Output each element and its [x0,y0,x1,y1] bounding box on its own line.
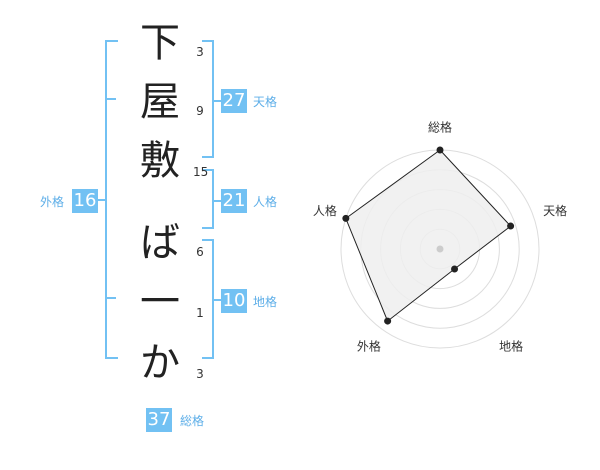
stroke-count-3: 15 [193,165,209,179]
chikaku-value: 10 [221,289,247,313]
soukaku-value: 37 [146,408,172,432]
stroke-count-1: 3 [196,45,204,59]
jinkaku-label: 人格 [253,195,278,209]
stroke-count-6: 3 [196,367,204,381]
gaikaku-label: 外格 [40,195,65,209]
name-char-6: か [140,340,180,386]
radar-axis-label-2: 天格 [543,203,567,218]
radar-axis-label-5: 人格 [313,203,337,218]
radar-center-dot [436,245,444,253]
radar-point-5 [342,214,350,222]
radar-point-3 [451,265,459,273]
jinkaku-bracket [202,169,214,229]
soukaku-label: 総格 [180,414,205,428]
tenkaku-value: 27 [221,89,247,113]
radar-point-4 [384,317,392,325]
radar-point-2 [507,222,515,230]
stroke-count-2: 9 [196,104,204,118]
name-char-5: 一 [140,279,180,325]
radar-points [342,146,515,325]
stroke-count-5: 1 [196,306,204,320]
tenkaku-bracket [202,40,214,158]
name-char-1: 下 [140,20,180,66]
radar-axis-label-4: 外格 [357,338,381,353]
name-char-4: ば [140,220,180,266]
name-char-2: 屋 [140,79,180,125]
radar-axis-label-3: 地格 [499,338,523,353]
tenkaku-label: 天格 [253,95,278,109]
jinkaku-value: 21 [221,189,247,213]
radar-area [345,149,512,322]
name-char-3: 敷 [140,138,180,184]
stroke-count-4: 6 [196,245,204,259]
chikaku-label: 地格 [253,295,278,309]
radar-axis-label-1: 総格 [428,120,452,135]
radar-point-1 [436,146,444,154]
gaikaku-value: 16 [72,189,98,213]
